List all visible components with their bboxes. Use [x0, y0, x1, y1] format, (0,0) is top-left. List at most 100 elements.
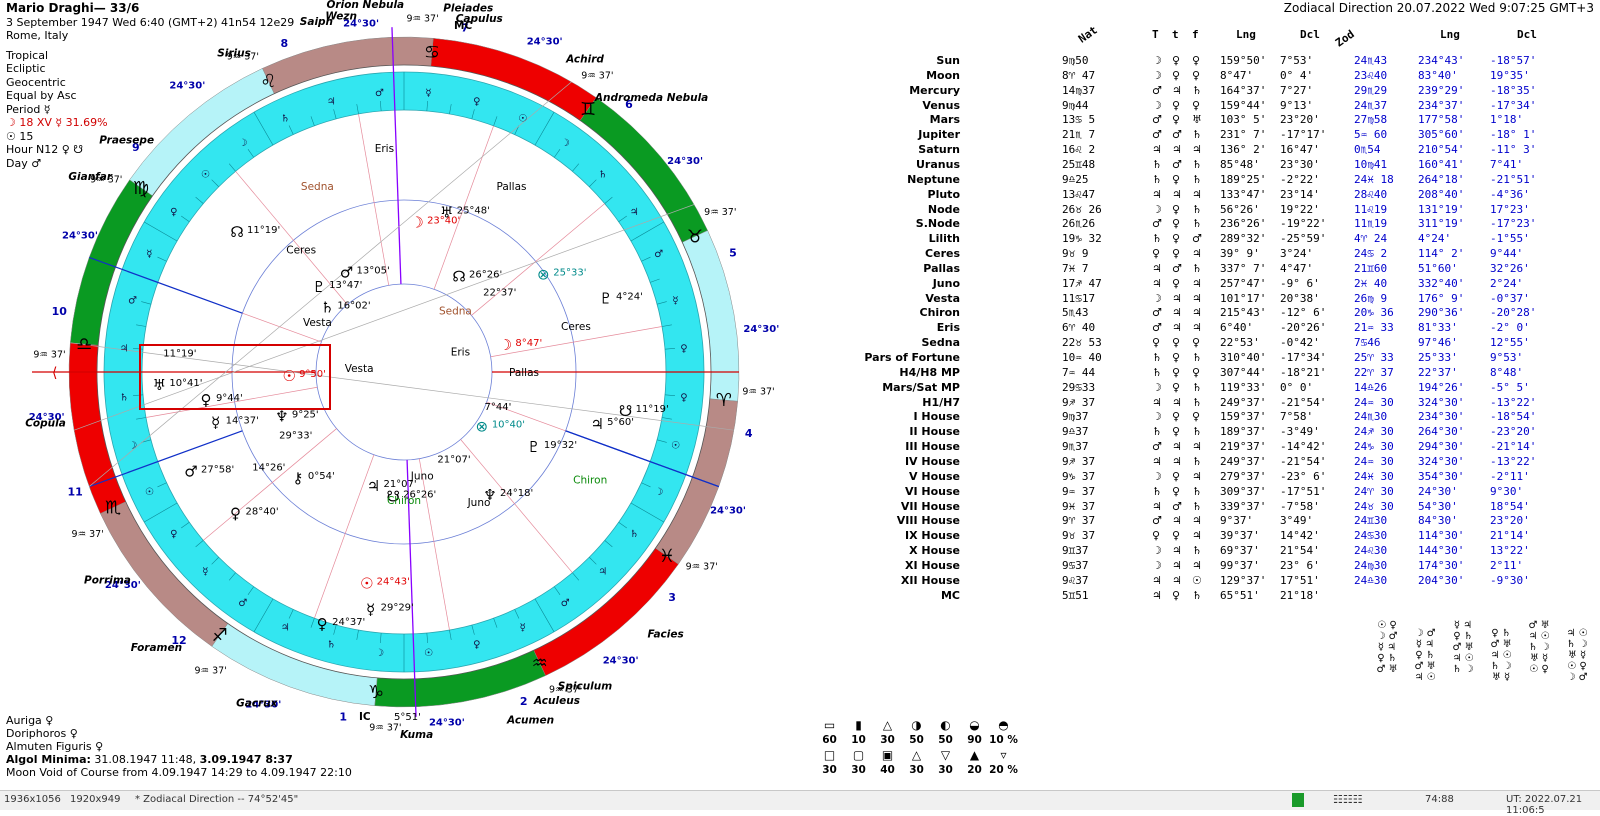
- ring-ruler-glyph: ☉: [671, 441, 680, 452]
- house-cusp-line: [203, 428, 337, 541]
- bottom-info: Auriga ♀ Doriphoros ♀ Almuten Figuris ♀ …: [6, 714, 352, 779]
- triplicity-ruler: ☽: [1152, 291, 1162, 305]
- planet-degree: 28°40': [245, 506, 278, 517]
- term-ruler: ♀: [1172, 217, 1181, 231]
- declination: -0°42': [1280, 336, 1320, 350]
- face-ruler: ♄: [1192, 499, 1202, 513]
- directed-longitude: 97°46': [1418, 336, 1458, 350]
- directed-position: 24♊30: [1354, 514, 1388, 528]
- ring-tick: [288, 125, 294, 135]
- planet-name: MC: [940, 588, 960, 602]
- natal-position: 9♈ 37: [1062, 514, 1096, 528]
- planet-name: Chiron: [919, 306, 961, 320]
- ring-ruler-glyph: ☉: [518, 113, 527, 124]
- declination: -23° 6': [1280, 469, 1327, 483]
- planet-name: Vesta: [925, 291, 960, 305]
- planet-name: Ceres: [925, 247, 960, 261]
- term-ruler: ♀: [1172, 380, 1181, 394]
- ring-ruler-glyph: ☿: [425, 88, 431, 99]
- selection-box[interactable]: [139, 344, 331, 410]
- col-dcl: Dcl: [1300, 28, 1320, 41]
- term-ruler: ♀: [1172, 172, 1181, 186]
- fixed-star-label: Acumen: [506, 715, 554, 727]
- triplicity-ruler: ☽: [1152, 380, 1162, 394]
- house-number: 9: [132, 141, 140, 154]
- term-ruler: ♂: [1172, 128, 1182, 142]
- triplicity-ruler: ♂: [1152, 321, 1162, 335]
- ring-tick: [534, 598, 555, 632]
- term-ruler: ♃: [1172, 321, 1182, 335]
- ring-tick: [604, 196, 613, 204]
- ring-tick: [641, 256, 651, 262]
- aspect-line: [70, 342, 734, 431]
- term-ruler: ♃: [1172, 544, 1182, 558]
- natal-position: 9♏37: [1062, 440, 1089, 454]
- planet-name: III House: [905, 440, 960, 454]
- ring-tick: [310, 116, 315, 126]
- term-ruler: ♀: [1172, 410, 1181, 424]
- planet-name: X House: [909, 544, 960, 558]
- wheel-labels: ♋♊♉♈♓♒♑♐♏♎♍♌♀☿♂♃♄☽☉♀☿♂♃♄☽☉♀☿♂♃♄☽☉♀☿♂♃♄☽☉…: [25, 0, 779, 741]
- face-ruler: ♃: [1192, 143, 1202, 157]
- setting-center: Geocentric: [6, 75, 66, 89]
- directed-declination: -4°36': [1490, 187, 1530, 201]
- directed-declination: 9°44': [1490, 247, 1524, 261]
- fixed-star-label: Andromeda Nebula: [594, 92, 708, 104]
- natal-chart-wheel[interactable]: ♋♊♉♈♓♒♑♐♏♎♍♌♀☿♂♃♄☽☉♀☿♂♃♄☽☉♀☿♂♃♄☽☉♀☿♂♃♄☽☉…: [0, 0, 860, 790]
- planet-glyph: ♂: [340, 263, 353, 281]
- directed-position: 22♈ 37: [1354, 365, 1394, 379]
- planet-name: Uranus: [916, 157, 960, 171]
- directed-declination: 2°24': [1490, 276, 1524, 290]
- auriga: Auriga ♀: [6, 714, 54, 727]
- status-buttons[interactable]: ☷☷☷: [1333, 793, 1363, 806]
- planet-glyph: ♃: [367, 477, 380, 495]
- planet-name: Pluto: [927, 187, 960, 201]
- term-ruler: ♀: [1172, 68, 1181, 82]
- planet-degree: 10°41': [169, 378, 202, 389]
- natal-position: 9♌37: [1062, 573, 1089, 587]
- directed-position: 28♌40: [1354, 187, 1388, 201]
- natal-position: 5♏43: [1062, 306, 1089, 320]
- zodiac-sign-glyph: ♉: [687, 226, 703, 247]
- directed-declination: 19°35': [1490, 68, 1530, 82]
- ring-tick: [471, 624, 475, 635]
- natal-position: 9♊37: [1062, 544, 1089, 558]
